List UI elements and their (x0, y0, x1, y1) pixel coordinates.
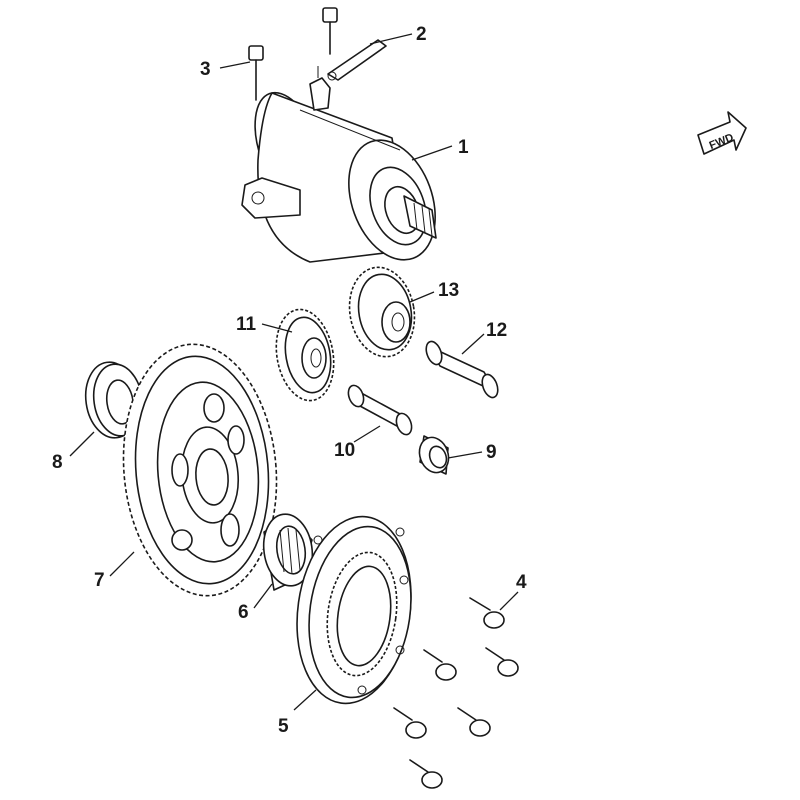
callout-4: 4 (516, 572, 527, 593)
callout-labels: 1 2 3 4 5 6 7 8 9 10 11 12 13 (52, 24, 527, 737)
part-terminal-wire[interactable] (327, 39, 387, 81)
callout-11: 11 (236, 314, 257, 335)
leader-lines (69, 33, 519, 711)
part-reduction-gear-13[interactable] (343, 262, 422, 362)
part-one-way-clutch-5[interactable] (285, 509, 422, 711)
callout-2: 2 (416, 24, 427, 45)
callout-8: 8 (52, 452, 63, 473)
part-idle-gear-11[interactable] (269, 305, 340, 405)
callout-1: 1 (458, 137, 469, 158)
part-shaft-10[interactable] (346, 383, 415, 436)
part-needle-bearing-6[interactable] (259, 511, 317, 591)
callout-12: 12 (486, 320, 507, 341)
callout-7: 7 (94, 570, 105, 591)
part-shaft-12[interactable] (423, 339, 500, 399)
callout-6: 6 (238, 602, 249, 623)
callout-5: 5 (278, 716, 289, 737)
fwd-arrow-indicator: FWD (697, 111, 747, 155)
part-clutch-bolts-4[interactable] (393, 597, 519, 789)
callout-3: 3 (200, 59, 211, 80)
callout-9: 9 (486, 442, 497, 463)
part-motor-bolts[interactable] (248, 7, 338, 101)
part-starter-motor[interactable] (241, 66, 451, 272)
callout-13: 13 (438, 280, 459, 301)
part-bushing-9[interactable] (415, 433, 454, 476)
callout-10: 10 (334, 440, 355, 461)
part-starter-gear-7[interactable] (113, 338, 286, 602)
